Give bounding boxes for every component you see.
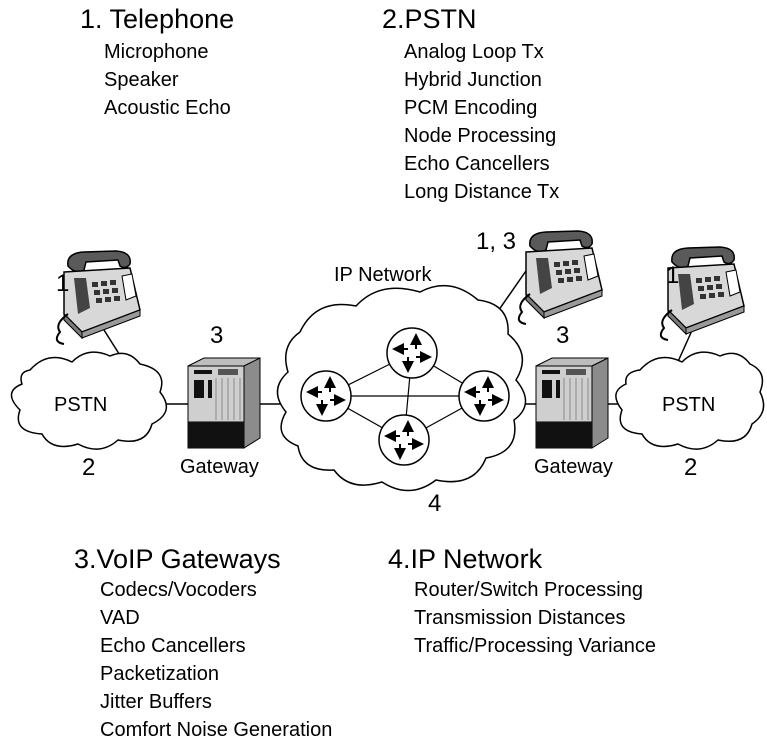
pstn-items: Analog Loop Tx Hybrid Junction PCM Encod… <box>404 38 559 206</box>
ipnet-items: Router/Switch Processing Transmission Di… <box>414 576 656 660</box>
list-item: Hybrid Junction <box>404 69 542 91</box>
ip-network-number: 4 <box>428 490 442 517</box>
router-icon <box>379 415 429 465</box>
pstn-right-label: PSTN <box>662 394 716 416</box>
list-item: Transmission Distances <box>414 607 626 629</box>
list-item: Packetization <box>100 663 219 685</box>
list-item: Long Distance Tx <box>404 181 560 203</box>
pstn-left-number: 2 <box>82 454 96 481</box>
list-item: Node Processing <box>404 125 557 147</box>
pstn-left-label: PSTN <box>54 394 108 416</box>
phone-left-number: 1 <box>56 270 70 297</box>
pstn-heading: 2.PSTN <box>382 4 477 34</box>
ipnet-heading: 4.IP Network <box>388 544 543 574</box>
pstn-right-number: 2 <box>684 454 698 481</box>
pstn-cloud-right <box>615 351 765 450</box>
list-item: Traffic/Processing Variance <box>414 635 656 657</box>
telephone-items: Microphone Speaker Acoustic Echo <box>104 38 231 122</box>
list-item: Microphone <box>104 41 209 63</box>
pstn-cloud-left <box>10 351 168 450</box>
list-item: Acoustic Echo <box>104 97 231 119</box>
gateway-left-number: 3 <box>210 322 224 349</box>
link-phone-right <box>675 325 695 367</box>
router-icon <box>387 328 437 378</box>
gateway-icon <box>535 357 609 449</box>
gateways-items: Codecs/Vocoders VAD Echo Cancellers Pack… <box>100 576 332 744</box>
phone-mid-number: 1, 3 <box>476 228 517 255</box>
list-item: Echo Cancellers <box>100 635 246 657</box>
gateway-icon <box>187 357 261 449</box>
list-item: PCM Encoding <box>404 97 538 119</box>
gateway-left-label: Gateway <box>180 456 259 478</box>
list-item: Comfort Noise Generation <box>100 719 333 741</box>
list-item: Analog Loop Tx <box>404 41 544 63</box>
ip-network-cloud <box>276 284 527 492</box>
phone-right-number: 1 <box>666 262 680 289</box>
gateways-heading: 3.VoIP Gateways <box>74 544 281 574</box>
list-item: Jitter Buffers <box>100 691 212 713</box>
gateway-right-number: 3 <box>556 322 570 349</box>
list-item: Codecs/Vocoders <box>100 579 257 601</box>
list-item: Speaker <box>104 69 179 91</box>
router-icon <box>301 371 351 421</box>
router-icon <box>459 371 509 421</box>
list-item: Echo Cancellers <box>404 153 550 175</box>
list-item: VAD <box>100 607 140 629</box>
ip-network-label: IP Network <box>334 264 432 286</box>
gateway-right-label: Gateway <box>534 456 613 478</box>
list-item: Router/Switch Processing <box>414 579 643 601</box>
telephone-icon <box>659 246 745 341</box>
telephone-icon <box>517 230 603 325</box>
telephone-heading: 1. Telephone <box>80 4 235 34</box>
